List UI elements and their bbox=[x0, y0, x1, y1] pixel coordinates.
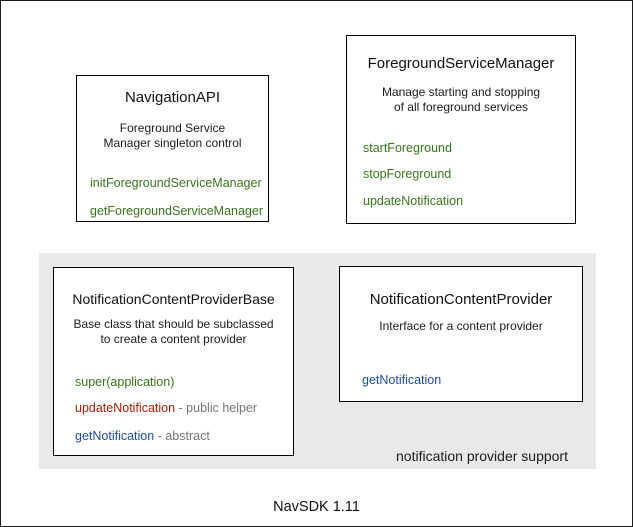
method-updatenotification: updateNotification bbox=[363, 194, 464, 208]
class-description-line: to create a content provider bbox=[100, 332, 247, 346]
class-box-notification-content-provider: NotificationContentProvider Interface fo… bbox=[339, 266, 583, 402]
method-getnotification: getNotification - abstract bbox=[75, 428, 210, 444]
class-box-foreground-service-manager: ForegroundServiceManager Manage starting… bbox=[346, 35, 576, 224]
class-description-line: Foreground Service bbox=[119, 121, 226, 135]
method-getnotification: getNotification bbox=[362, 373, 442, 387]
class-box-notification-content-provider-base: NotificationContentProviderBase Base cla… bbox=[53, 267, 294, 456]
class-description-line: of all foreground services bbox=[393, 100, 529, 114]
method-name: updateNotification bbox=[75, 401, 176, 415]
class-title: ForegroundServiceManager bbox=[367, 55, 555, 72]
class-title: NavigationAPI bbox=[124, 89, 221, 106]
method-updatenotification: updateNotification - public helper bbox=[75, 400, 257, 416]
notification-support-panel-label: notification provider support bbox=[396, 448, 568, 464]
class-description: Foreground Service Manager singleton con… bbox=[77, 121, 268, 151]
class-description: Base class that should be subclassed to … bbox=[54, 317, 293, 347]
method-super-application: super(application) bbox=[75, 374, 174, 390]
class-description-line: Base class that should be subclassed bbox=[73, 317, 274, 331]
class-title: NotificationContentProvider bbox=[369, 291, 553, 308]
method-name: super(application) bbox=[75, 375, 175, 389]
class-description: Interface for a content provider bbox=[340, 319, 582, 334]
method-getforegroundservicemanager: getForegroundServiceManager bbox=[90, 204, 264, 218]
method-startforeground: startForeground bbox=[363, 141, 452, 155]
class-description-line: Manage starting and stopping bbox=[381, 85, 541, 99]
method-initforegroundservicemanager: initForegroundServiceManager bbox=[90, 176, 262, 190]
class-box-navigation-api: NavigationAPI Foreground Service Manager… bbox=[76, 75, 269, 222]
method-name: getNotification bbox=[75, 429, 155, 443]
class-description: Manage starting and stopping of all fore… bbox=[347, 85, 575, 115]
sdk-version-label: NavSDK 1.11 bbox=[273, 499, 360, 515]
class-description-line: Interface for a content provider bbox=[379, 319, 543, 333]
method-suffix: - abstract bbox=[154, 429, 210, 443]
class-description-line: Manager singleton control bbox=[103, 136, 242, 150]
method-suffix: - public helper bbox=[175, 401, 258, 415]
class-title: NotificationContentProviderBase bbox=[72, 291, 275, 307]
method-stopforeground: stopForeground bbox=[363, 167, 452, 181]
